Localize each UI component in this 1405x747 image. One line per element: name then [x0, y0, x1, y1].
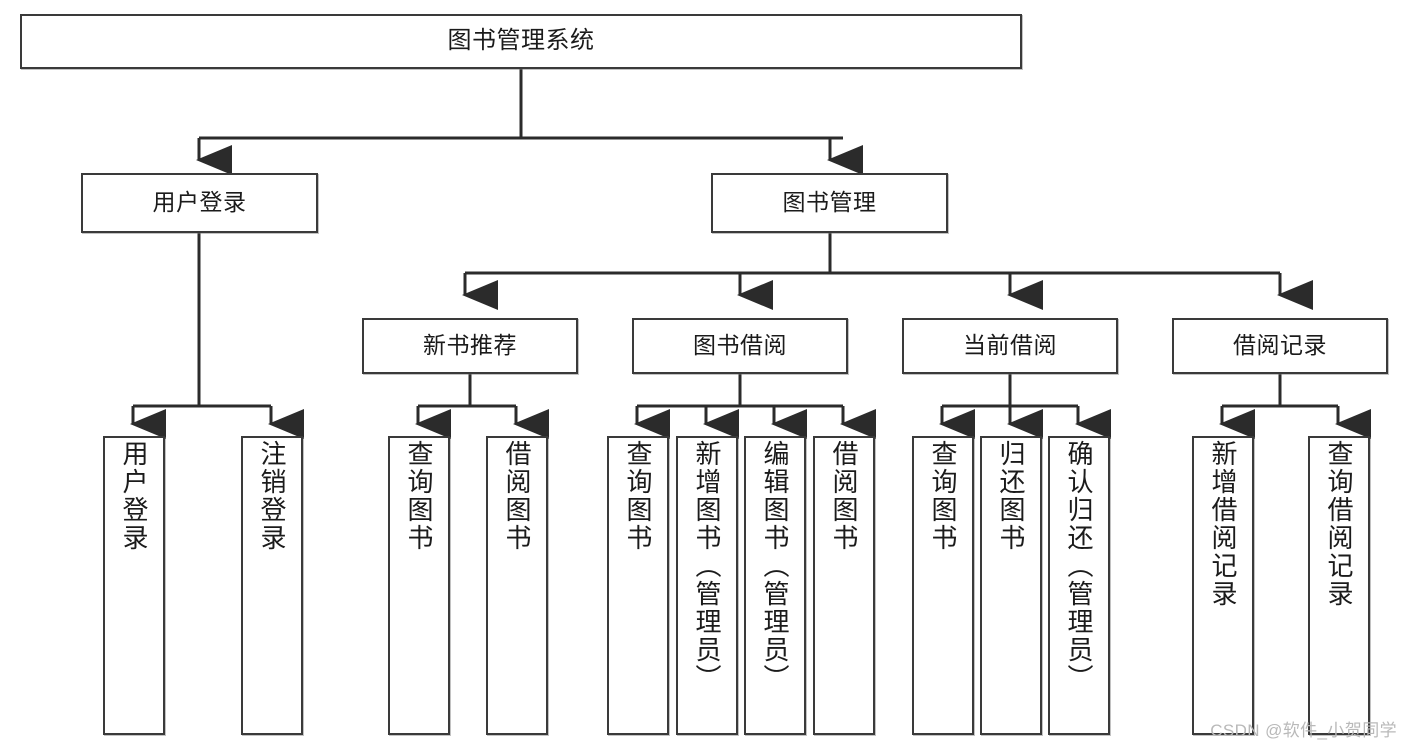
node-leaf-query-book-current[interactable]: 查询图书: [912, 436, 974, 735]
node-user-login[interactable]: 用户登录: [81, 173, 318, 233]
node-leaf-borrow-book-recommend[interactable]: 借阅图书: [486, 436, 548, 735]
node-label: 图书管理系统: [447, 27, 595, 55]
node-label: 查询图书: [928, 440, 958, 552]
node-label: 编辑图书（管理员）: [760, 440, 790, 692]
node-leaf-return-book[interactable]: 归还图书: [980, 436, 1042, 735]
node-leaf-add-borrow-record[interactable]: 新增借阅记录: [1192, 436, 1254, 735]
node-leaf-edit-book[interactable]: 编辑图书（管理员）: [744, 436, 806, 735]
node-book-borrow[interactable]: 图书借阅: [632, 318, 848, 374]
node-label: 确认归还（管理员）: [1064, 440, 1094, 692]
node-label: 查询图书: [623, 440, 653, 552]
watermark: CSDN @软件_小贺同学: [1210, 721, 1397, 740]
node-leaf-query-book-borrow[interactable]: 查询图书: [607, 436, 669, 735]
node-label: 用户登录: [152, 189, 247, 216]
node-label: 借阅记录: [1233, 332, 1327, 359]
node-label: 新增图书（管理员）: [692, 440, 722, 692]
node-new-book-recommend[interactable]: 新书推荐: [362, 318, 578, 374]
node-leaf-logout-login[interactable]: 注销登录: [241, 436, 303, 735]
node-label: 新书推荐: [423, 332, 517, 359]
node-leaf-confirm-return[interactable]: 确认归还（管理员）: [1048, 436, 1110, 735]
node-label: 图书借阅: [693, 332, 787, 359]
node-current-borrow[interactable]: 当前借阅: [902, 318, 1118, 374]
node-leaf-query-book-recommend[interactable]: 查询图书: [388, 436, 450, 735]
node-book-manage[interactable]: 图书管理: [711, 173, 948, 233]
node-borrow-record[interactable]: 借阅记录: [1172, 318, 1388, 374]
node-label: 借阅图书: [502, 440, 532, 552]
node-label: 查询图书: [404, 440, 434, 552]
node-label: 图书管理: [782, 189, 877, 216]
node-label: 用户登录: [119, 440, 149, 552]
node-label: 归还图书: [996, 440, 1026, 552]
node-leaf-user-login[interactable]: 用户登录: [103, 436, 165, 735]
node-label: 新增借阅记录: [1208, 440, 1238, 608]
node-leaf-query-borrow-record[interactable]: 查询借阅记录: [1308, 436, 1370, 735]
node-label: 借阅图书: [829, 440, 859, 552]
node-leaf-add-book[interactable]: 新增图书（管理员）: [676, 436, 738, 735]
node-label: 查询借阅记录: [1324, 440, 1354, 608]
node-label: 注销登录: [257, 440, 287, 552]
node-root-system[interactable]: 图书管理系统: [20, 14, 1022, 69]
node-label: 当前借阅: [963, 332, 1057, 359]
node-leaf-borrow-book[interactable]: 借阅图书: [813, 436, 875, 735]
